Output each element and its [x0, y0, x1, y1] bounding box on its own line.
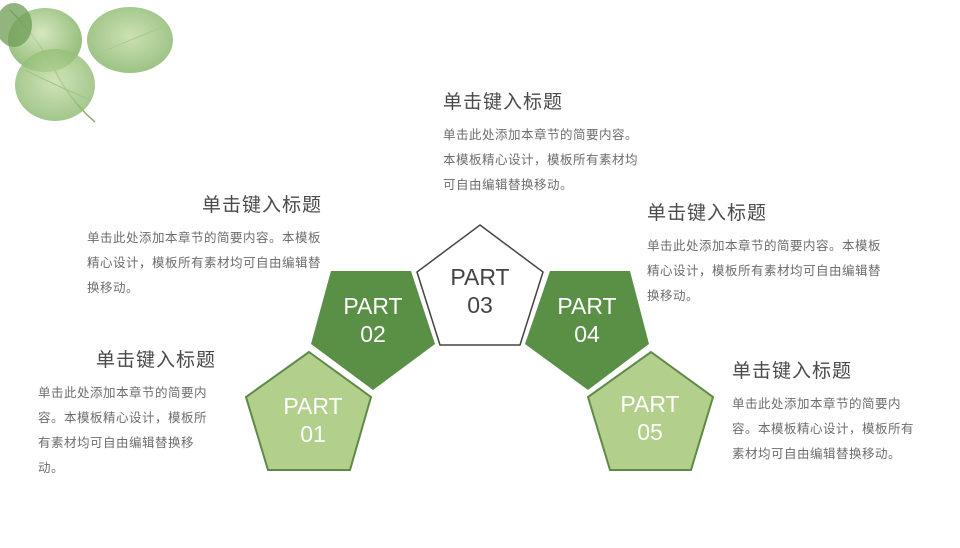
part-03-label: PART 03 [435, 263, 525, 319]
section-01: 单击键入标题 单击此处添加本章节的简要内容。本模板精心设计，模板所有素材均可自由… [38, 345, 216, 480]
section-body: 单击此处添加本章节的简要内容。本模板精心设计，模板所有素材均可自由编辑替换移动。 [38, 385, 208, 475]
part-word: PART [450, 264, 510, 290]
pentagon-part-04 [525, 271, 649, 390]
part-number: 04 [574, 321, 600, 347]
pentagon-part-05 [586, 350, 715, 471]
section-02: 单击键入标题 单击此处添加本章节的简要内容。本模板精心设计，模板所有素材均可自由… [87, 190, 322, 300]
part-word: PART [620, 391, 680, 417]
section-body: 单击此处添加本章节的简要内容。本模板精心设计，模板所有素材均可自由编辑替换移动。 [647, 238, 882, 303]
part-02-label: PART 02 [328, 292, 418, 348]
pentagon-part-02 [311, 271, 435, 390]
part-word: PART [343, 293, 403, 319]
section-body: 单击此处添加本章节的简要内容。本模板精心设计，模板所有素材均可自由编辑替换移动。 [732, 396, 915, 461]
part-number: 05 [637, 419, 663, 445]
eucalyptus-leaves-icon [0, 3, 173, 123]
section-title: 单击键入标题 [732, 360, 853, 382]
section-title: 单击键入标题 [95, 349, 216, 371]
section-title: 单击键入标题 [443, 91, 564, 113]
part-number: 03 [467, 292, 493, 318]
part-04-label: PART 04 [542, 292, 632, 348]
part-number: 01 [300, 421, 326, 447]
part-05-label: PART 05 [605, 390, 695, 446]
section-title: 单击键入标题 [201, 194, 322, 216]
section-03: 单击键入标题 单击此处添加本章节的简要内容。本模板精心设计，模板所有素材均可自由… [443, 87, 638, 197]
section-body: 单击此处添加本章节的简要内容。本模板精心设计，模板所有素材均可自由编辑替换移动。 [443, 127, 639, 192]
part-number: 02 [360, 321, 386, 347]
section-title: 单击键入标题 [647, 202, 768, 224]
part-word: PART [557, 293, 617, 319]
section-04: 单击键入标题 单击此处添加本章节的简要内容。本模板精心设计，模板所有素材均可自由… [647, 198, 887, 308]
section-05: 单击键入标题 单击此处添加本章节的简要内容。本模板精心设计，模板所有素材均可自由… [732, 356, 915, 466]
part-word: PART [283, 393, 343, 419]
section-body: 单击此处添加本章节的简要内容。本模板精心设计，模板所有素材均可自由编辑替换移动。 [87, 230, 322, 295]
pentagon-part-01 [244, 350, 373, 471]
pentagon-part-03 [416, 224, 544, 346]
part-01-label: PART 01 [268, 392, 358, 448]
